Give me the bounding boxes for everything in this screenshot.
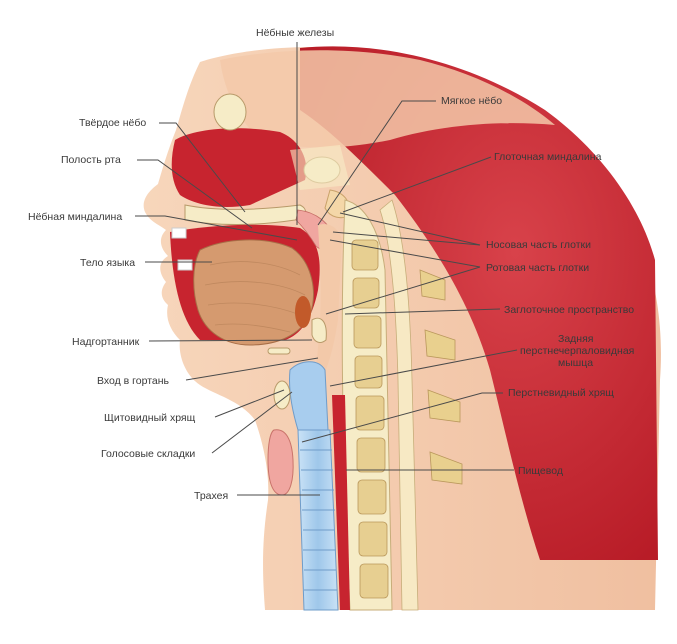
label-nebnaya-mindalina: Нёбная миндалина xyxy=(28,211,122,223)
label-golosovye: Голосовые складки xyxy=(101,448,195,460)
thyroid-gland-shape xyxy=(268,430,293,495)
tongue-body xyxy=(194,240,314,345)
label-zadnyaya-3: мышца xyxy=(558,357,593,369)
upper-teeth xyxy=(172,228,186,238)
label-tverdoe-nebo: Твёрдое нёбо xyxy=(79,117,146,129)
label-myagkoe-nebo: Мягкое нёбо xyxy=(441,95,502,107)
label-perstnevidnyy: Перстневидный хрящ xyxy=(508,387,614,399)
label-shchitovidnyy: Щитовидный хрящ xyxy=(104,412,196,424)
frontal-sinus xyxy=(214,94,246,130)
label-pishchevod: Пищевод xyxy=(518,465,563,477)
label-polost-rta: Полость рта xyxy=(61,154,121,166)
label-glotochnaya-mindalina: Глоточная миндалина xyxy=(494,151,602,163)
epiglottis-shape xyxy=(312,318,326,342)
label-traheya: Трахея xyxy=(194,490,228,502)
label-nosovaya-chast: Носовая часть глотки xyxy=(486,239,591,251)
label-rotovaya-chast: Ротовая часть глотки xyxy=(486,262,589,274)
palatine-tonsil-shape xyxy=(295,296,311,328)
label-nadgortannik: Надгортанник xyxy=(72,336,140,348)
label-zaglotochnoe: Заглоточное пространство xyxy=(504,304,634,316)
label-nebnye-zhelezy: Нёбные железы xyxy=(256,27,334,39)
label-zadnyaya-1: Задняя xyxy=(558,333,593,345)
label-zadnyaya-2: перстнечерпаловидная xyxy=(520,345,634,357)
larynx-shape xyxy=(289,362,328,430)
label-vhod-v-gortan: Вход в гортань xyxy=(97,375,170,387)
label-telo-yazyka: Тело языка xyxy=(80,257,135,269)
hyoid-bone xyxy=(268,348,290,354)
